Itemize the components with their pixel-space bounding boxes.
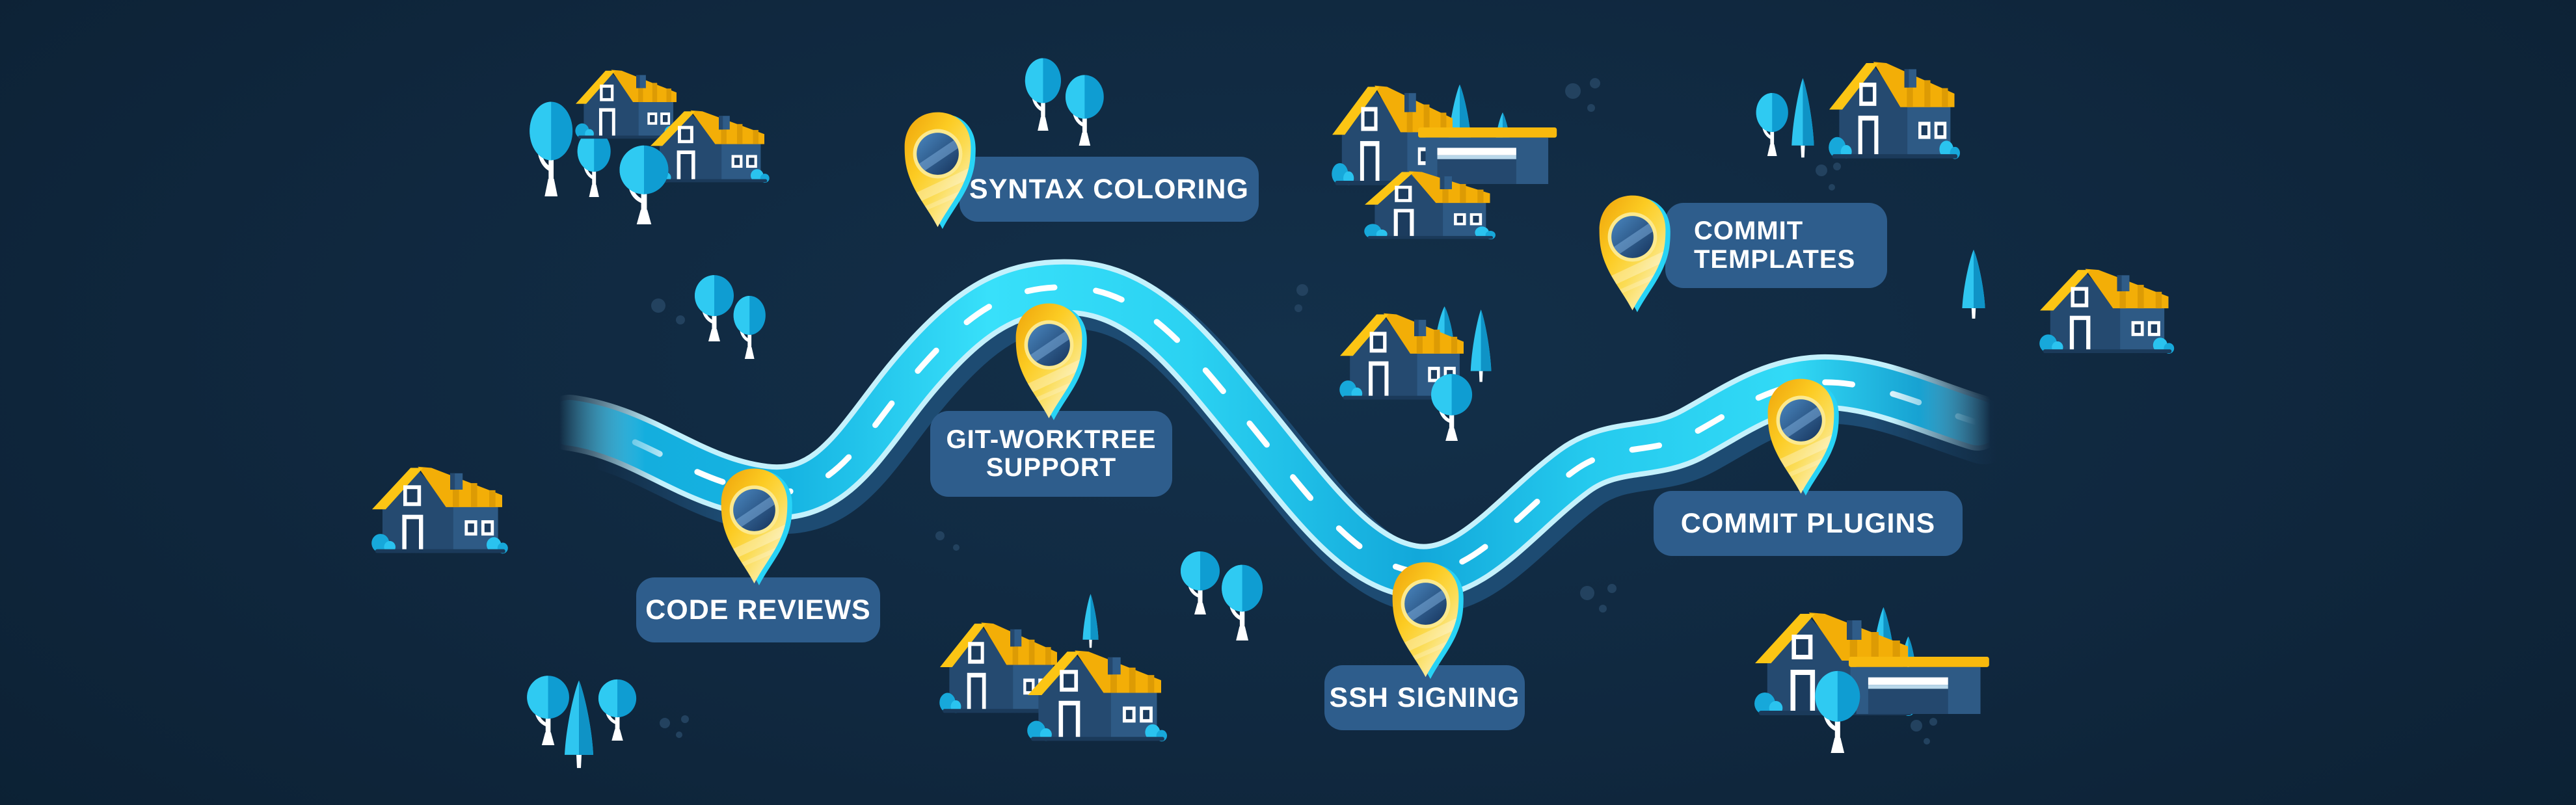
milestone-label-commit-templates: COMMIT TEMPLATES — [1665, 203, 1887, 288]
tree-icon — [1066, 75, 1104, 146]
milestone-text: COMMIT — [1694, 217, 1804, 246]
tree-icon — [1756, 93, 1788, 156]
tree-icon — [1025, 58, 1061, 131]
tree-icon — [1082, 594, 1099, 648]
tree-icon — [1962, 250, 1985, 319]
milestone-label-commit-plugins: COMMIT PLUGINS — [1654, 491, 1963, 556]
decor-dots — [651, 78, 1937, 745]
tree-icon — [527, 676, 569, 745]
tree-icon — [530, 102, 572, 197]
house-icon — [1829, 62, 1960, 159]
milestone-label-code-reviews: CODE REVIEWS — [636, 577, 880, 642]
milestone-label-syntax-coloring: SYNTAX COLORING — [959, 157, 1259, 222]
tree-icon — [1431, 374, 1472, 441]
milestone-text: SUPPORT — [986, 453, 1117, 482]
milestone-label-ssh-signing: SSH SIGNING — [1324, 665, 1525, 730]
milestone-text: COMMIT PLUGINS — [1680, 507, 1936, 539]
tree-icon — [1181, 551, 1220, 614]
milestone-text: CODE REVIEWS — [645, 594, 871, 626]
tree-icon — [620, 146, 669, 224]
house-icon — [2039, 269, 2175, 354]
garage-icon — [1418, 127, 1557, 184]
house-icon — [575, 70, 681, 139]
milestone-text: SSH SIGNING — [1329, 681, 1520, 713]
milestone-text: TEMPLATES — [1694, 244, 1856, 274]
milestone-text: SYNTAX COLORING — [969, 173, 1249, 205]
tree-icon — [1815, 671, 1860, 753]
milestone-text: GIT-WORKTREE — [946, 425, 1157, 454]
tree-icon — [598, 680, 636, 741]
tree-icon — [695, 275, 734, 341]
road-center-line — [566, 284, 1981, 575]
garage-icon — [1849, 657, 1989, 714]
tree-icon — [565, 680, 593, 769]
milestone-label-git-worktree-support: GIT-WORKTREE SUPPORT — [930, 411, 1172, 497]
tree-icon — [1222, 565, 1263, 640]
tree-icon — [1791, 78, 1814, 158]
tree-icon — [1470, 310, 1492, 382]
tree-icon — [578, 131, 611, 197]
road — [541, 259, 2017, 614]
house-icon — [371, 466, 508, 554]
tree-icon — [734, 296, 766, 359]
